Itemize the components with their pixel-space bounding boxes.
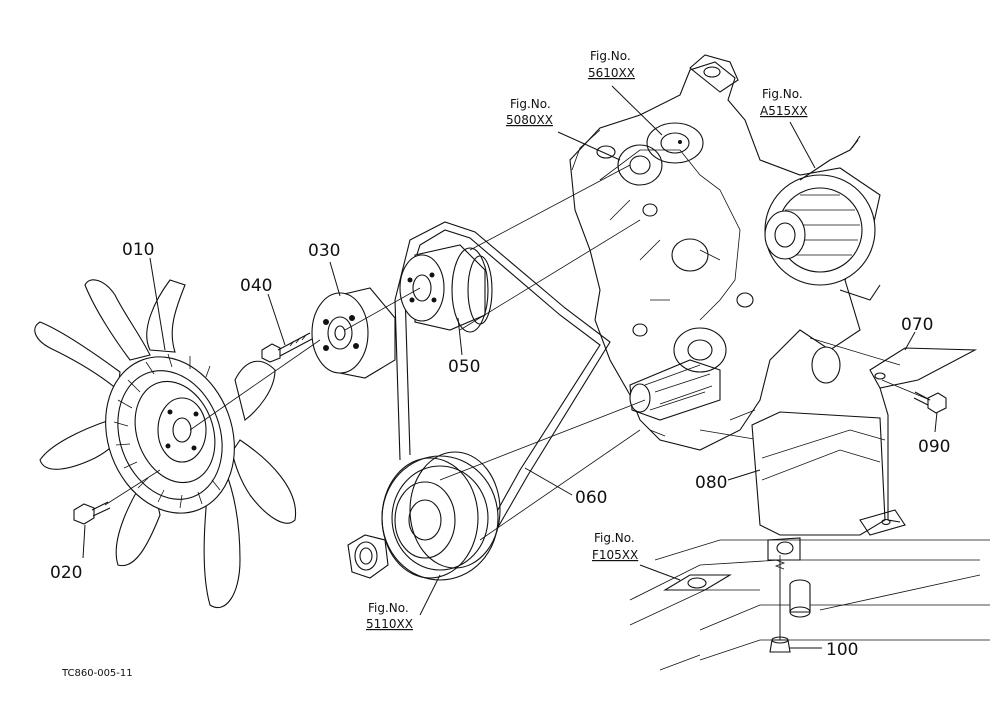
fig-ref-code[interactable]: 5110XX: [366, 617, 413, 631]
fig-ref-code[interactable]: 5080XX: [506, 113, 553, 127]
bolt-040: [261, 332, 313, 363]
fig-ref-5610xx[interactable]: Fig.No. 5610XX: [588, 49, 635, 80]
centerlines: [104, 164, 931, 640]
fig-ref-5080xx[interactable]: Fig.No. 5080XX: [506, 97, 553, 127]
fig-ref-f105xx[interactable]: Fig.No. F105XX: [592, 531, 638, 562]
part-label-100: 100: [826, 640, 858, 660]
v-belt-060: [394, 221, 611, 563]
bracket-080: [751, 411, 906, 561]
alternator: [764, 135, 881, 301]
fig-ref-prefix: Fig.No.: [594, 531, 635, 545]
engine-gear-case: [569, 54, 881, 451]
fig-ref-code[interactable]: 5610XX: [588, 66, 635, 80]
bolt-020: [73, 501, 111, 525]
crank-nut: [347, 534, 389, 579]
part-label-030: 030: [308, 241, 340, 261]
fig-ref-5110xx[interactable]: Fig.No. 5110XX: [366, 601, 413, 631]
fig-ref-prefix: Fig.No.: [510, 97, 551, 111]
fig-ref-code[interactable]: F105XX: [592, 548, 638, 562]
drawing-code: TC860-005-11: [61, 668, 133, 679]
part-label-060: 060: [575, 488, 607, 508]
part-label-070: 070: [901, 315, 933, 335]
part-label-020: 020: [50, 563, 82, 583]
bracket-070: [869, 347, 978, 523]
cooling-fan-010: [34, 279, 297, 608]
part-label-090: 090: [918, 437, 950, 457]
frame-rail: [629, 539, 990, 671]
fig-ref-prefix: Fig.No.: [368, 601, 409, 615]
spacer-collar-100: [769, 555, 811, 653]
bolt-090: [913, 391, 947, 414]
part-label-080: 080: [695, 473, 727, 493]
fig-ref-code[interactable]: A515XX: [760, 104, 808, 118]
fig-ref-a515xx[interactable]: Fig.No. A515XX: [760, 87, 808, 118]
part-label-050: 050: [448, 357, 480, 377]
pulley-050: [399, 244, 493, 333]
part-label-010: 010: [122, 240, 154, 260]
part-label-040: 040: [240, 276, 272, 296]
fig-ref-prefix: Fig.No.: [762, 87, 803, 101]
crank-pulley: [381, 451, 501, 581]
leader-lines: [82, 85, 938, 649]
fan-spacer-030: [311, 287, 396, 379]
fig-ref-prefix: Fig.No.: [590, 49, 631, 63]
